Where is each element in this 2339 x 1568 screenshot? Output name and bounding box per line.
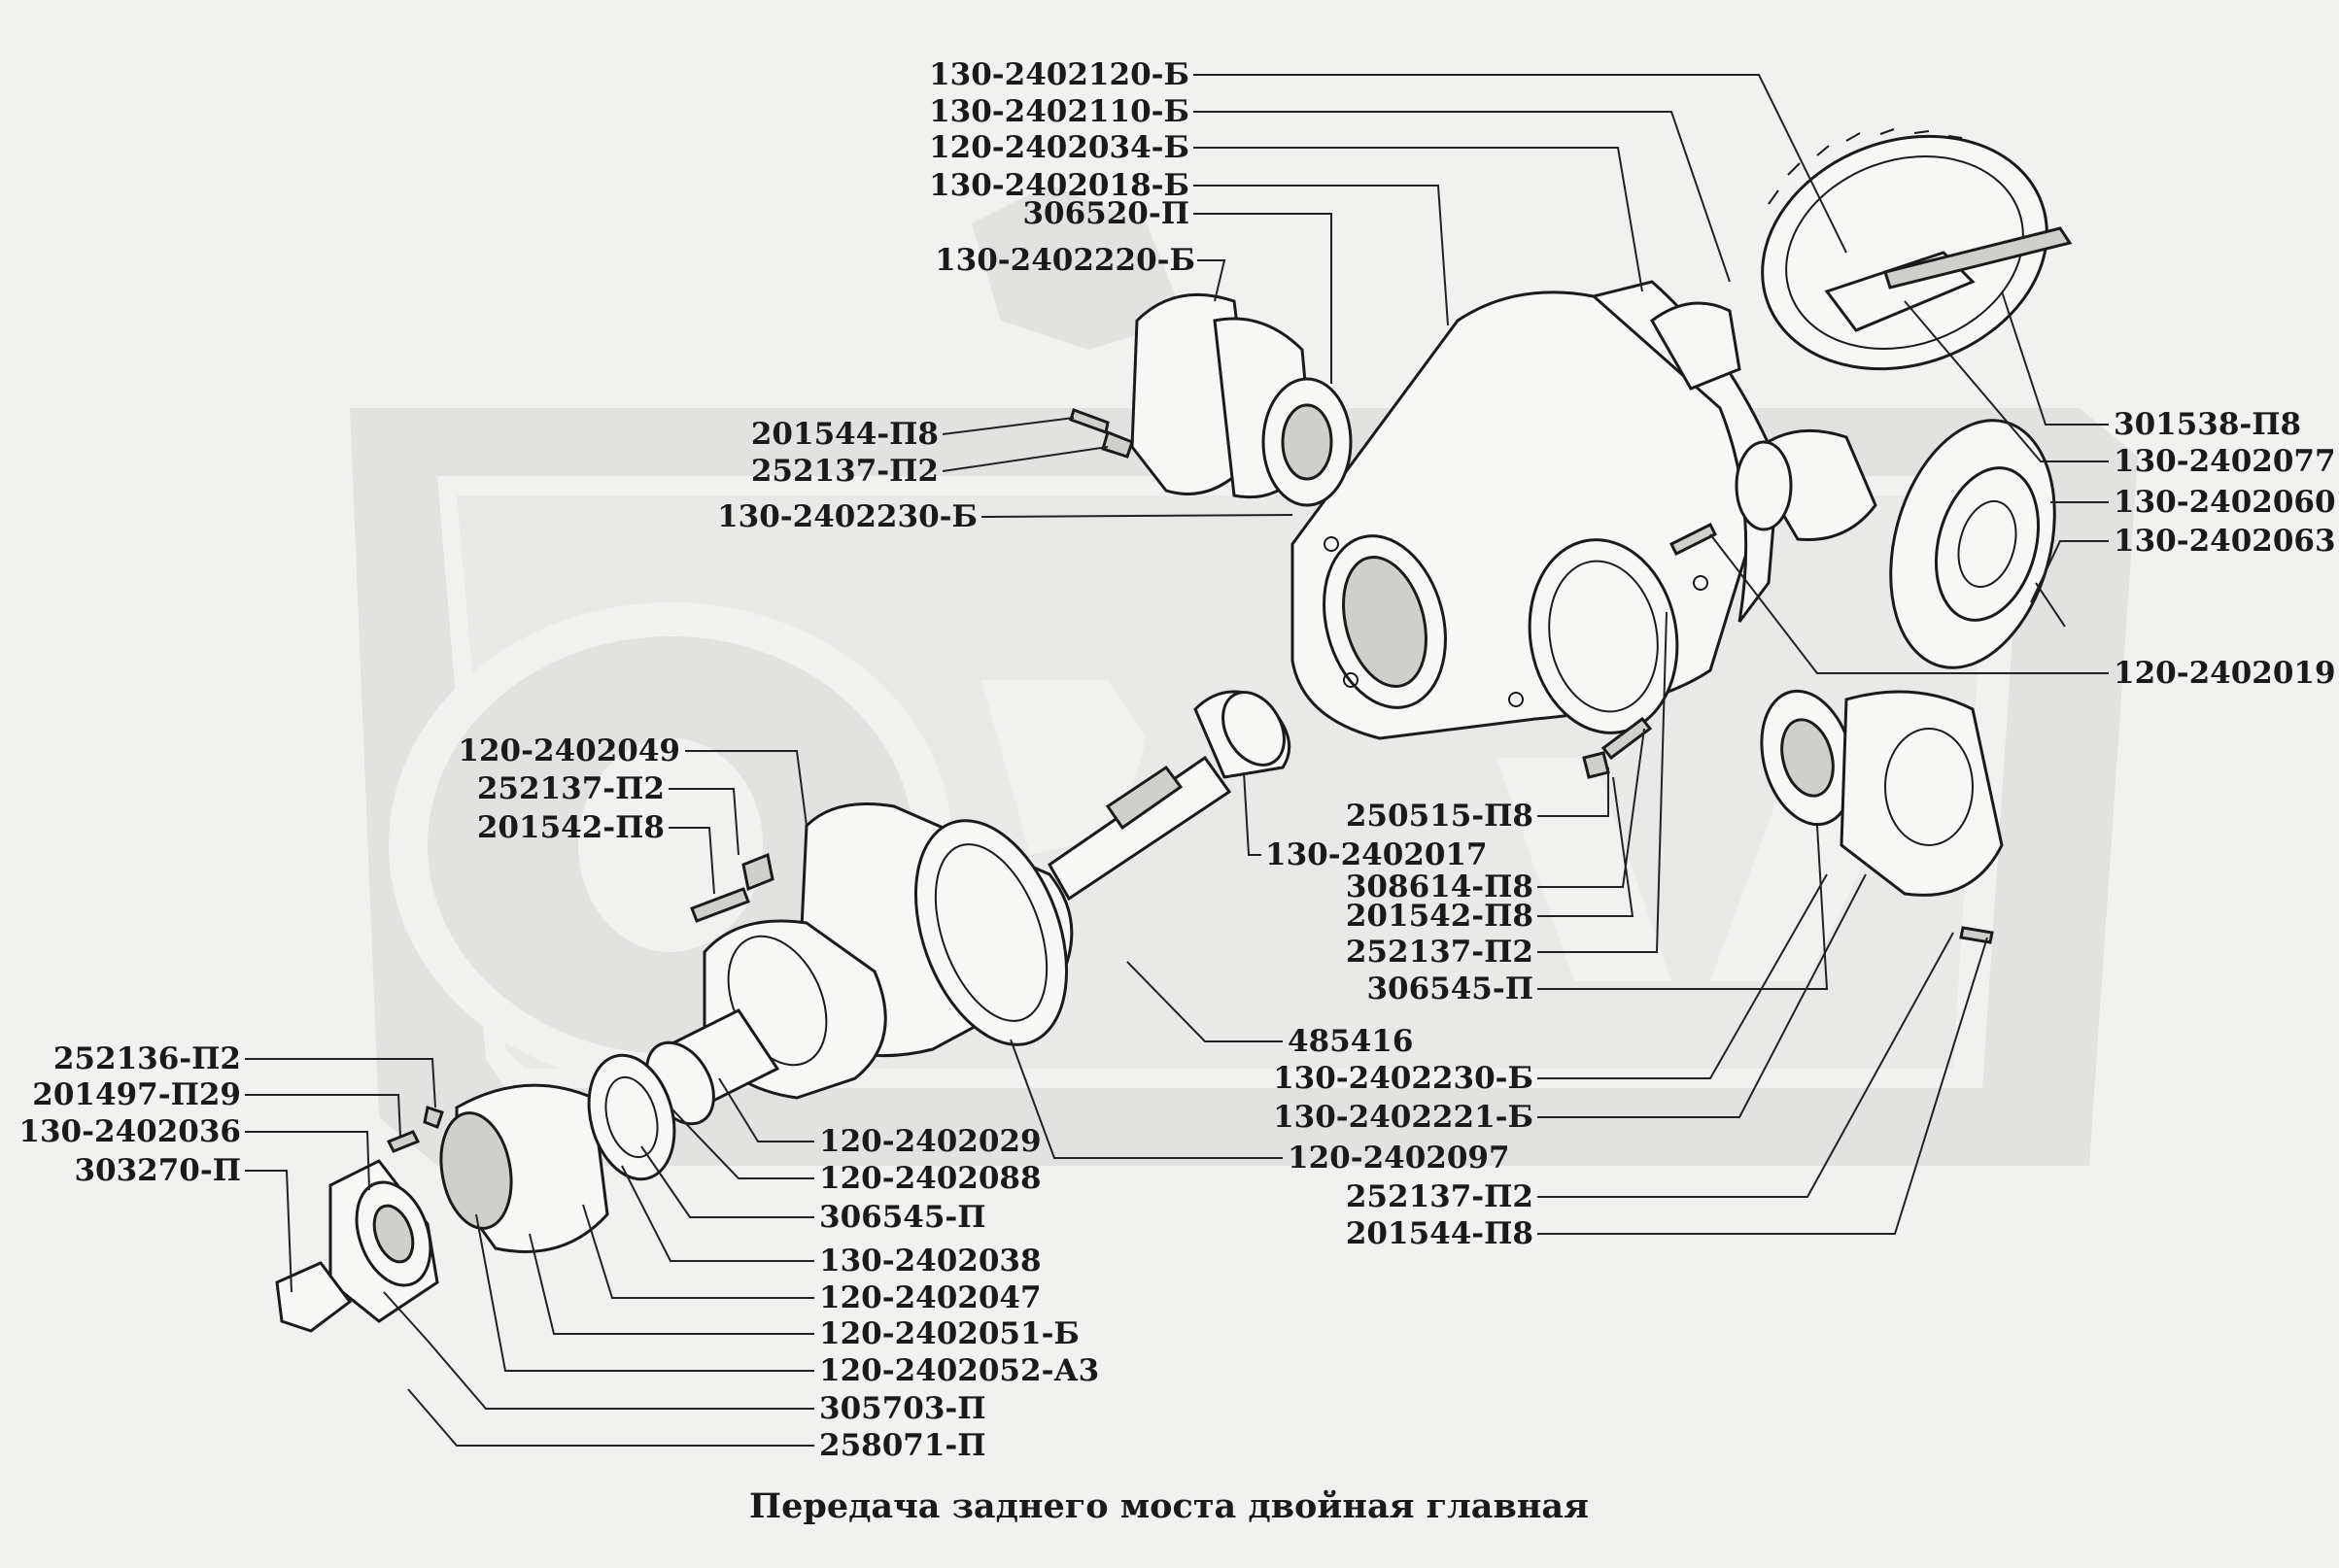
label-301538-P8: 301538-П8 [2114,407,2301,442]
label-120-2402097: 120-2402097 [1288,1141,1510,1176]
label-120-2402047: 120-2402047 [819,1280,1042,1315]
label-201542-P8-mid: 201542-П8 [1346,899,1533,934]
label-120-2402029: 120-2402029 [819,1124,1042,1159]
differential-bevel-gear [1889,419,2066,669]
label-120-2402034-B: 120-2402034-Б [929,130,1189,165]
label-130-2402120-B: 130-2402120-Б [929,57,1189,92]
label-201544-P8-bottom: 201544-П8 [1346,1216,1533,1251]
label-130-2402060: 130-2402060 [2114,485,2336,520]
label-130-2402230-B-top: 130-2402230-Б [717,499,978,534]
right-bearing-cap [1760,689,2004,897]
label-258071-P: 258071-П [819,1428,986,1463]
label-120-2402019: 120-2402019 [2114,656,2336,691]
label-252137-P2-mid: 252137-П2 [1346,935,1533,970]
main-carrier-housing [1290,280,1780,740]
differential-bearings [1650,301,1877,542]
diagram-title: Передача заднего моста двойная главная [749,1486,1589,1526]
label-130-2402036: 130-2402036 [18,1114,241,1149]
label-306545-P-mid: 306545-П [1366,971,1533,1006]
fasteners [386,408,1994,1153]
label-120-2402052-A3: 120-2402052-А3 [819,1353,1099,1388]
label-130-2402230-B-bottom: 130-2402230-Б [1273,1061,1533,1096]
label-201544-P8-top: 201544-П8 [751,417,939,452]
ring-gear [1761,128,2073,371]
label-485416: 485416 [1288,1024,1413,1059]
label-130-2402038: 130-2402038 [819,1244,1042,1278]
label-306520-P: 306520-П [1022,196,1189,231]
label-201542-P8-left: 201542-П8 [477,810,665,845]
label-252137-P2-left: 252137-П2 [477,771,665,806]
left-bearing-cap [1130,292,1353,507]
label-308614-P8: 308614-П8 [1346,869,1533,904]
label-306545-P-left: 306545-П [819,1200,986,1235]
part-number-labels: 130-2402120-Б 130-2402110-Б 120-2402034-… [18,57,2335,1463]
label-305703-P: 305703-П [819,1391,986,1426]
pinion-shaft [1048,690,1291,902]
label-130-2402221-B: 130-2402221-Б [1273,1100,1533,1135]
label-252137-P2-bottom: 252137-П2 [1346,1179,1533,1214]
label-303270-P: 303270-П [74,1153,241,1188]
label-120-2402088: 120-2402088 [819,1161,1042,1196]
label-130-2402063: 130-2402063 [2114,524,2336,559]
label-130-2402018-B: 130-2402018-Б [929,168,1189,203]
label-130-2402220-B: 130-2402220-Б [935,243,1195,278]
label-130-2402110-B: 130-2402110-Б [929,94,1189,129]
label-120-2402051-B: 120-2402051-Б [819,1316,1080,1351]
label-130-2402017: 130-2402017 [1265,837,1488,872]
label-120-2402049: 120-2402049 [458,733,680,768]
label-250515-P8: 250515-П8 [1346,799,1533,834]
label-201497-P29: 201497-П29 [32,1077,241,1112]
drive-flange [275,1159,439,1333]
label-252137-P2-top: 252137-П2 [751,454,939,489]
label-130-2402077: 130-2402077 [2114,444,2336,479]
label-252136-P2: 252136-П2 [53,1041,241,1076]
leader-lines [245,74,2109,1447]
seal-and-cup [439,1053,676,1253]
